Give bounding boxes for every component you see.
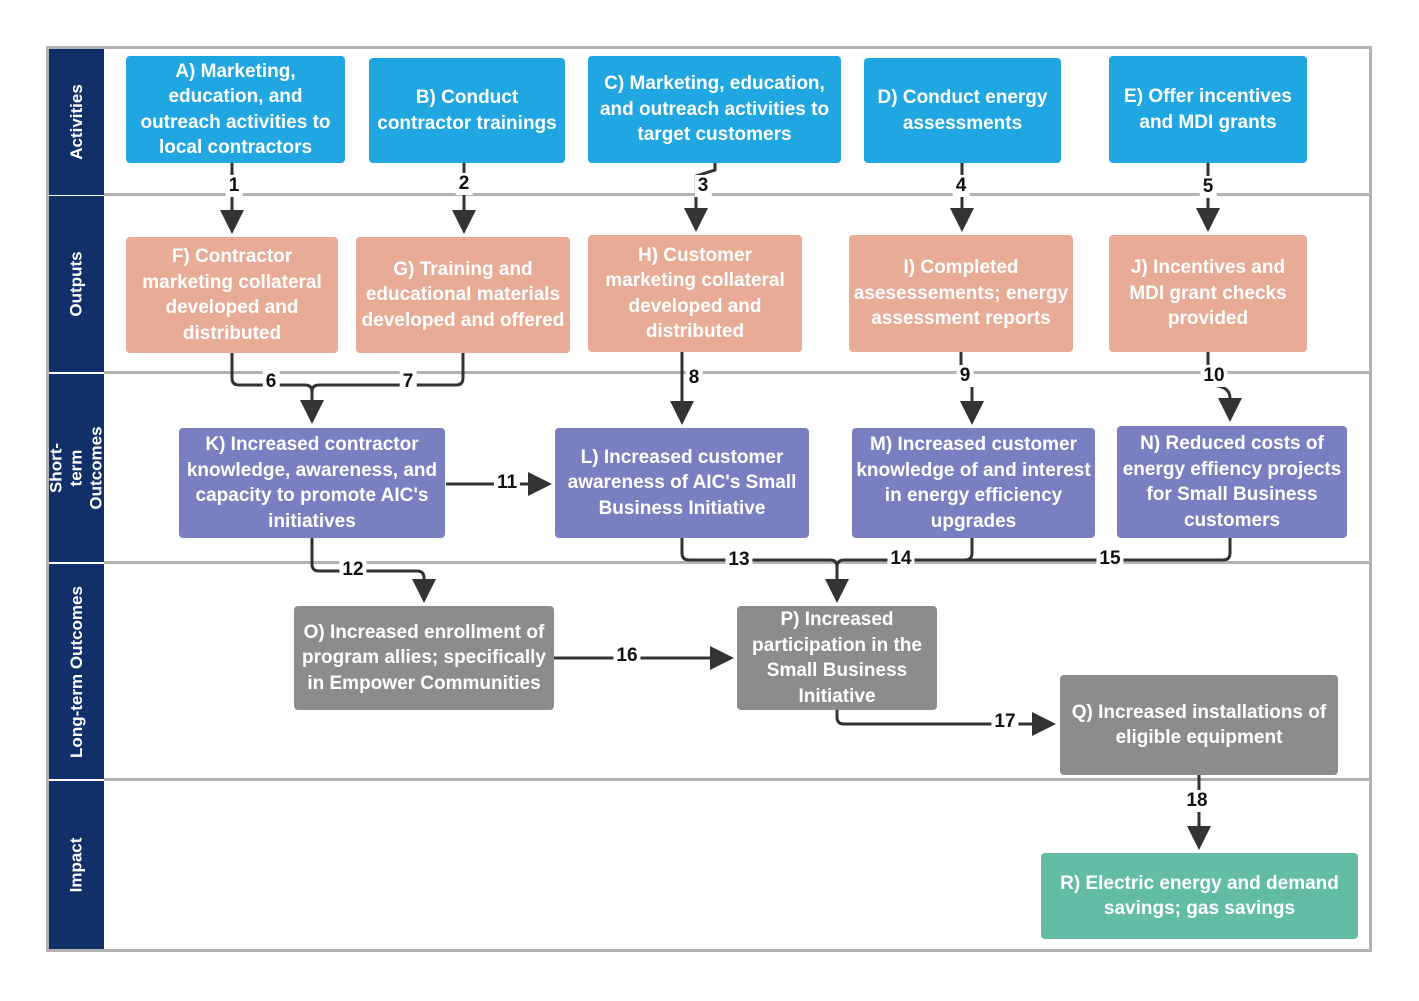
link-label-17: 17	[991, 711, 1019, 733]
node-e: E) Offer incentives and MDI grants	[1109, 56, 1307, 163]
node-q: Q) Increased installations of eligible e…	[1060, 675, 1338, 775]
link-label-9: 9	[956, 365, 974, 387]
link-label-6: 6	[262, 371, 280, 393]
link-label-2: 2	[455, 173, 473, 195]
lane-label-activities: Activities	[49, 49, 104, 195]
link-label-11: 11	[493, 472, 521, 494]
node-b: B) Conduct contractor trainings	[369, 58, 565, 163]
node-f: F) Contractor marketing collateral devel…	[126, 237, 338, 353]
node-o: O) Increased enrollment of program allie…	[294, 606, 554, 710]
link-label-5: 5	[1199, 176, 1217, 198]
node-r: R) Electric energy and demand savings; g…	[1041, 853, 1358, 939]
link-12-line	[310, 538, 436, 603]
link-label-3: 3	[694, 175, 712, 197]
node-n: N) Reduced costs of energy effiency proj…	[1117, 426, 1347, 538]
node-h: H) Customer marketing collateral develop…	[588, 235, 802, 352]
link-label-14: 14	[887, 548, 915, 570]
link-label-16: 16	[613, 645, 641, 667]
link-label-13: 13	[725, 549, 753, 571]
lane-divider	[104, 193, 1372, 196]
link-17-line	[835, 709, 1056, 736]
node-g: G) Training and educational materials de…	[356, 237, 570, 353]
node-p: P) Increased participation in the Small …	[737, 606, 937, 710]
link-15-line	[965, 538, 1232, 562]
node-i: I) Completed asesessements; energy asses…	[849, 235, 1073, 352]
link-3-line	[684, 163, 717, 232]
lane-label-outputs: Outputs	[49, 196, 104, 372]
lane-label-long-term-outcomes: Long-term Outcomes	[49, 564, 104, 779]
node-d: D) Conduct energy assessments	[864, 58, 1061, 163]
link-7-line	[310, 353, 465, 393]
link-label-7: 7	[399, 371, 417, 393]
diagram-frame	[46, 46, 1372, 952]
link-label-8: 8	[685, 367, 703, 389]
node-c: C) Marketing, education, and outreach ac…	[588, 56, 841, 163]
link-label-10: 10	[1200, 365, 1228, 387]
lane-divider	[104, 371, 1372, 374]
link-label-4: 4	[952, 175, 970, 197]
link-label-18: 18	[1183, 790, 1211, 812]
link-13-line	[680, 538, 849, 603]
node-k: K) Increased contractor knowledge, aware…	[179, 428, 445, 538]
lane-label-impact: Impact	[49, 781, 104, 949]
node-l: L) Increased customer awareness of AIC's…	[555, 428, 809, 538]
lane-label-short-term-outcomes: Short-term Outcomes	[47, 374, 106, 562]
lane-divider	[104, 778, 1372, 781]
node-j: J) Incentives and MDI grant checks provi…	[1109, 235, 1307, 352]
link-label-12: 12	[339, 559, 367, 581]
link-label-1: 1	[225, 175, 243, 197]
node-a: A) Marketing, education, and outreach ac…	[126, 56, 345, 163]
link-label-15: 15	[1096, 548, 1124, 570]
node-m: M) Increased customer knowledge of and i…	[852, 428, 1095, 538]
